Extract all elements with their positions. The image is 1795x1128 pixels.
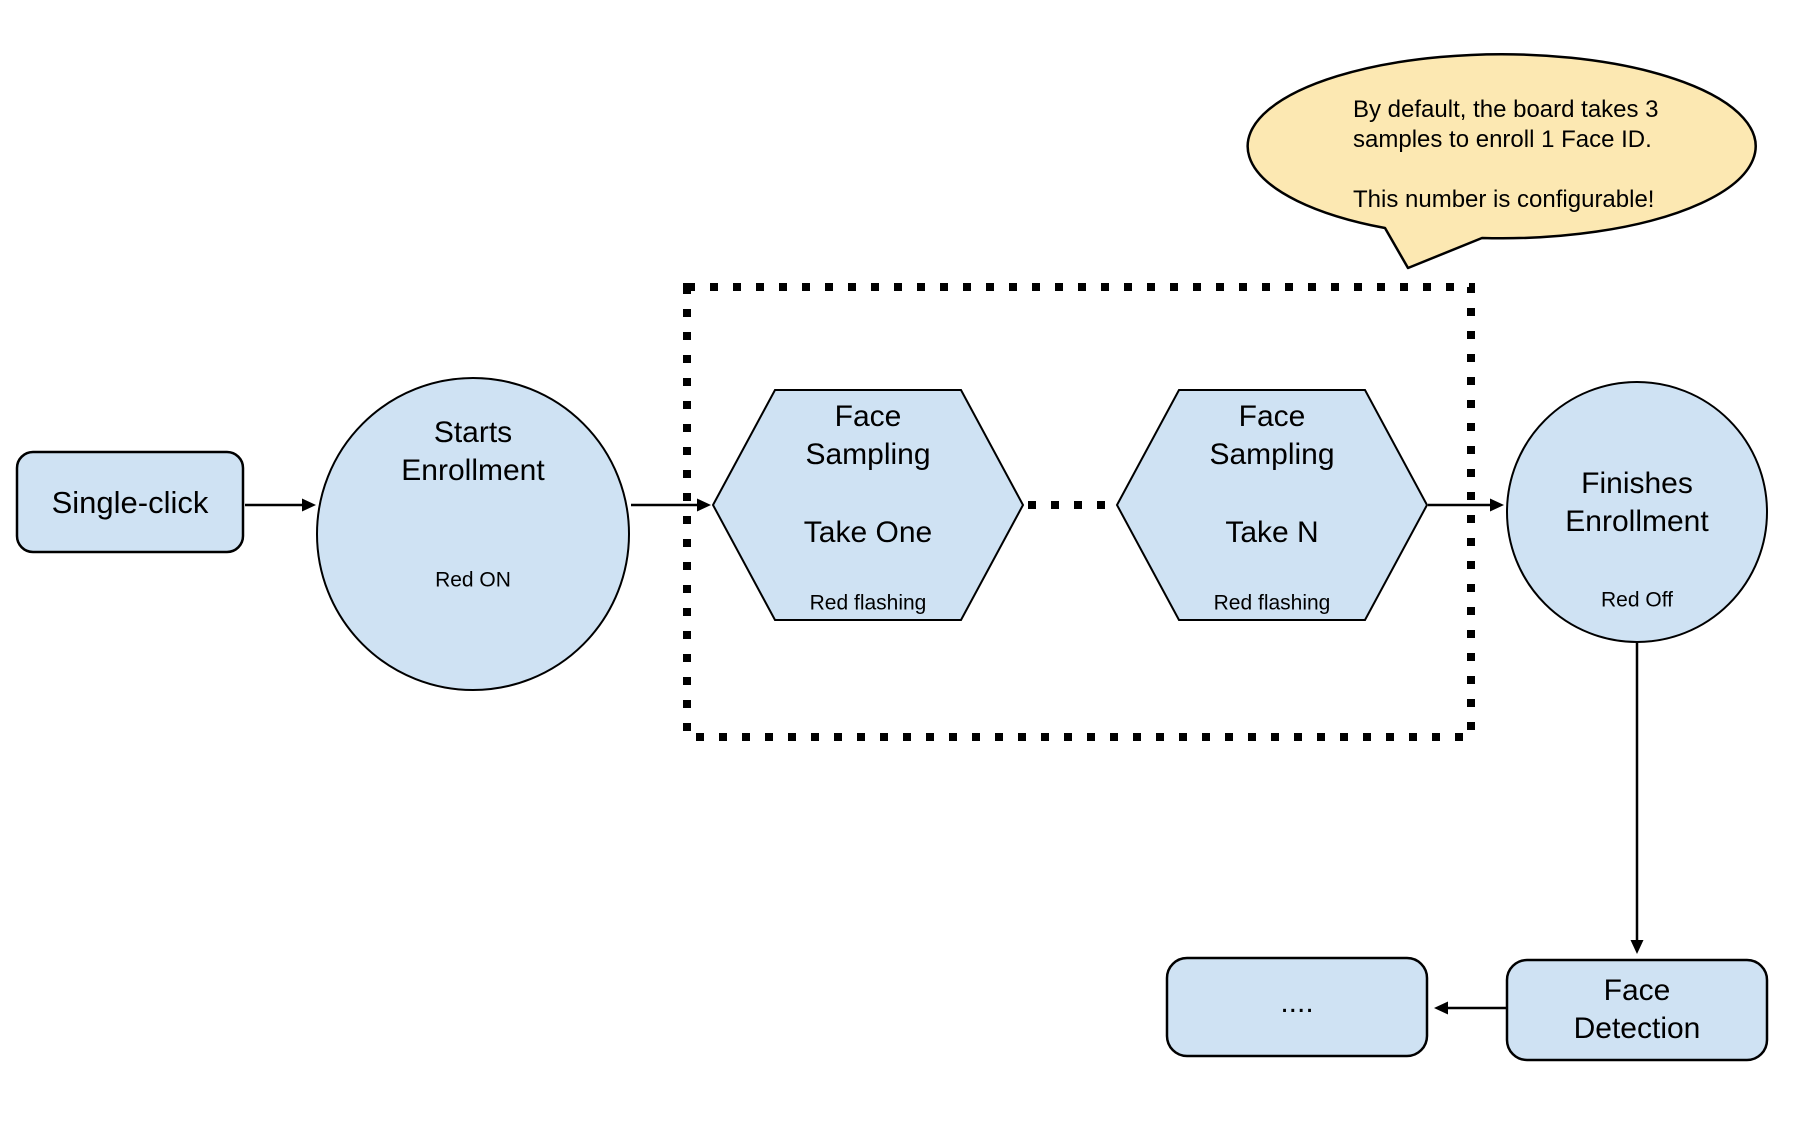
sampling-group-dotted-frame	[683, 283, 1475, 741]
face-sampling-n-node	[1115, 389, 1429, 621]
arrow-singleclick-to-starts	[245, 498, 316, 512]
starts-enrollment-label: Starts Enrollment	[401, 416, 545, 487]
single-click-label: Single-click	[51, 485, 209, 520]
callout-bubble	[1246, 53, 1757, 270]
face-sampling-n-label: Face Sampling	[1209, 400, 1335, 471]
face-detection-label: Face Detection	[1573, 974, 1701, 1045]
finishes-enrollment-label: Finishes Enrollment	[1565, 467, 1709, 538]
arrow-facedetection-to-continuation	[1434, 1001, 1506, 1015]
face-detection-node	[1505, 958, 1769, 1062]
continuation-node	[1165, 956, 1429, 1058]
face-sampling-n-take-label: Take N	[1225, 516, 1319, 549]
arrow-starts-to-sampling	[631, 498, 711, 512]
finishes-enrollment-node	[1506, 381, 1768, 643]
starts-enrollment-node	[316, 377, 630, 691]
arrow-finishes-to-facedetection	[1630, 643, 1644, 954]
face-sampling-one-status: Red flashing	[809, 591, 927, 615]
continuation-label: ....	[1280, 986, 1314, 1019]
face-sampling-one-label: Face Sampling	[805, 400, 931, 471]
arrow-sampling-to-finishes	[1428, 498, 1504, 512]
starts-enrollment-status: Red ON	[435, 568, 511, 592]
finishes-enrollment-status: Red Off	[1601, 588, 1673, 612]
face-sampling-one-take-label: Take One	[803, 516, 933, 549]
face-sampling-one-node	[711, 389, 1025, 621]
single-click-node	[15, 450, 245, 554]
face-sampling-n-status: Red flashing	[1213, 591, 1331, 615]
callout-text: By default, the board takes 3 samples to…	[1353, 96, 1659, 213]
